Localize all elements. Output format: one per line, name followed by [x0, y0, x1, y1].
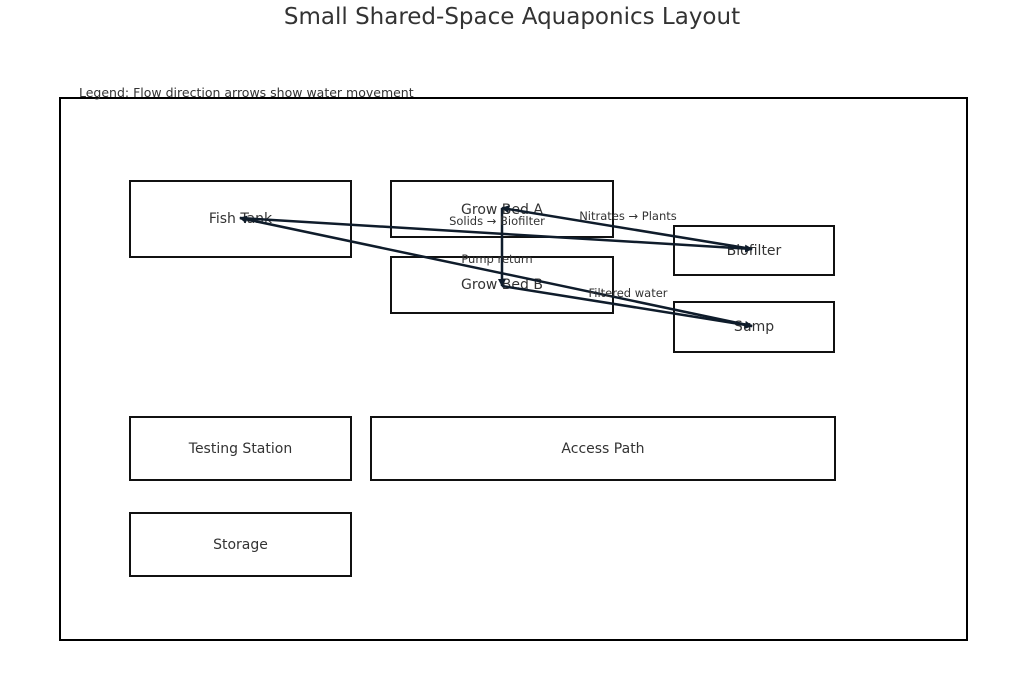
storage-label: Storage	[213, 536, 268, 553]
diagram-title: Small Shared-Space Aquaponics Layout	[283, 4, 741, 30]
flow-label-nitrates: Nitrates → Plants	[579, 209, 677, 223]
site-boundary	[59, 97, 968, 641]
flow-arrow-sump-to-fish	[239, 215, 753, 328]
legend-note: Legend: Flow direction arrows show water…	[79, 85, 414, 100]
flow-arrow-grow-bed-b-to-sump	[501, 284, 753, 329]
flow-label-pump-return: Pump return	[461, 252, 532, 266]
testing-station-label: Testing Station	[188, 440, 293, 457]
flow-label-filtered-water: Filtered water	[588, 286, 667, 300]
flow-arrow-fish-to-biofilter	[239, 216, 753, 253]
storage-zone: Storage	[129, 512, 352, 577]
testing-station-zone: Testing Station	[129, 416, 352, 481]
flow-arrow-biofilter-to-grow-bed-a	[501, 205, 753, 251]
sump-zone: Sump	[673, 301, 835, 353]
flow-label-solids: Solids → Biofilter	[449, 214, 545, 228]
access-path-zone: Access Path	[370, 416, 836, 481]
access-path-label: Access Path	[561, 440, 645, 457]
sump-label: Sump	[733, 319, 775, 335]
